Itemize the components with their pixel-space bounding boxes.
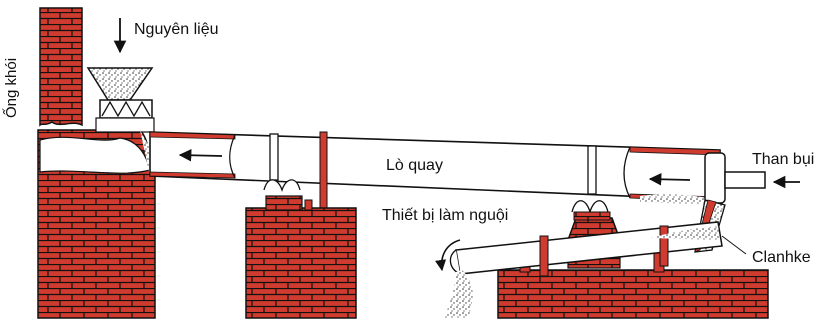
- clinker-label: Clanhke: [752, 250, 811, 266]
- raw-material-hopper: [88, 68, 154, 132]
- gas-flow-arrow-feed: [180, 155, 222, 156]
- kiln-label: Lò quay: [386, 158, 443, 174]
- kiln-support-pier-1: [246, 180, 356, 318]
- raw-material-label: Nguyên liệu: [134, 22, 219, 38]
- feed-end-housing: [38, 130, 155, 318]
- chimney: [40, 8, 82, 125]
- flame-flow-arrow: [650, 179, 690, 180]
- cooler-label: Thiết bị làm nguội: [382, 208, 508, 224]
- clinker-leader-line: [722, 236, 746, 254]
- coal-powder-label: Than bụi: [752, 152, 814, 168]
- clinker-discharge-stream: [444, 270, 473, 318]
- chimney-label: Ống khói: [4, 58, 19, 118]
